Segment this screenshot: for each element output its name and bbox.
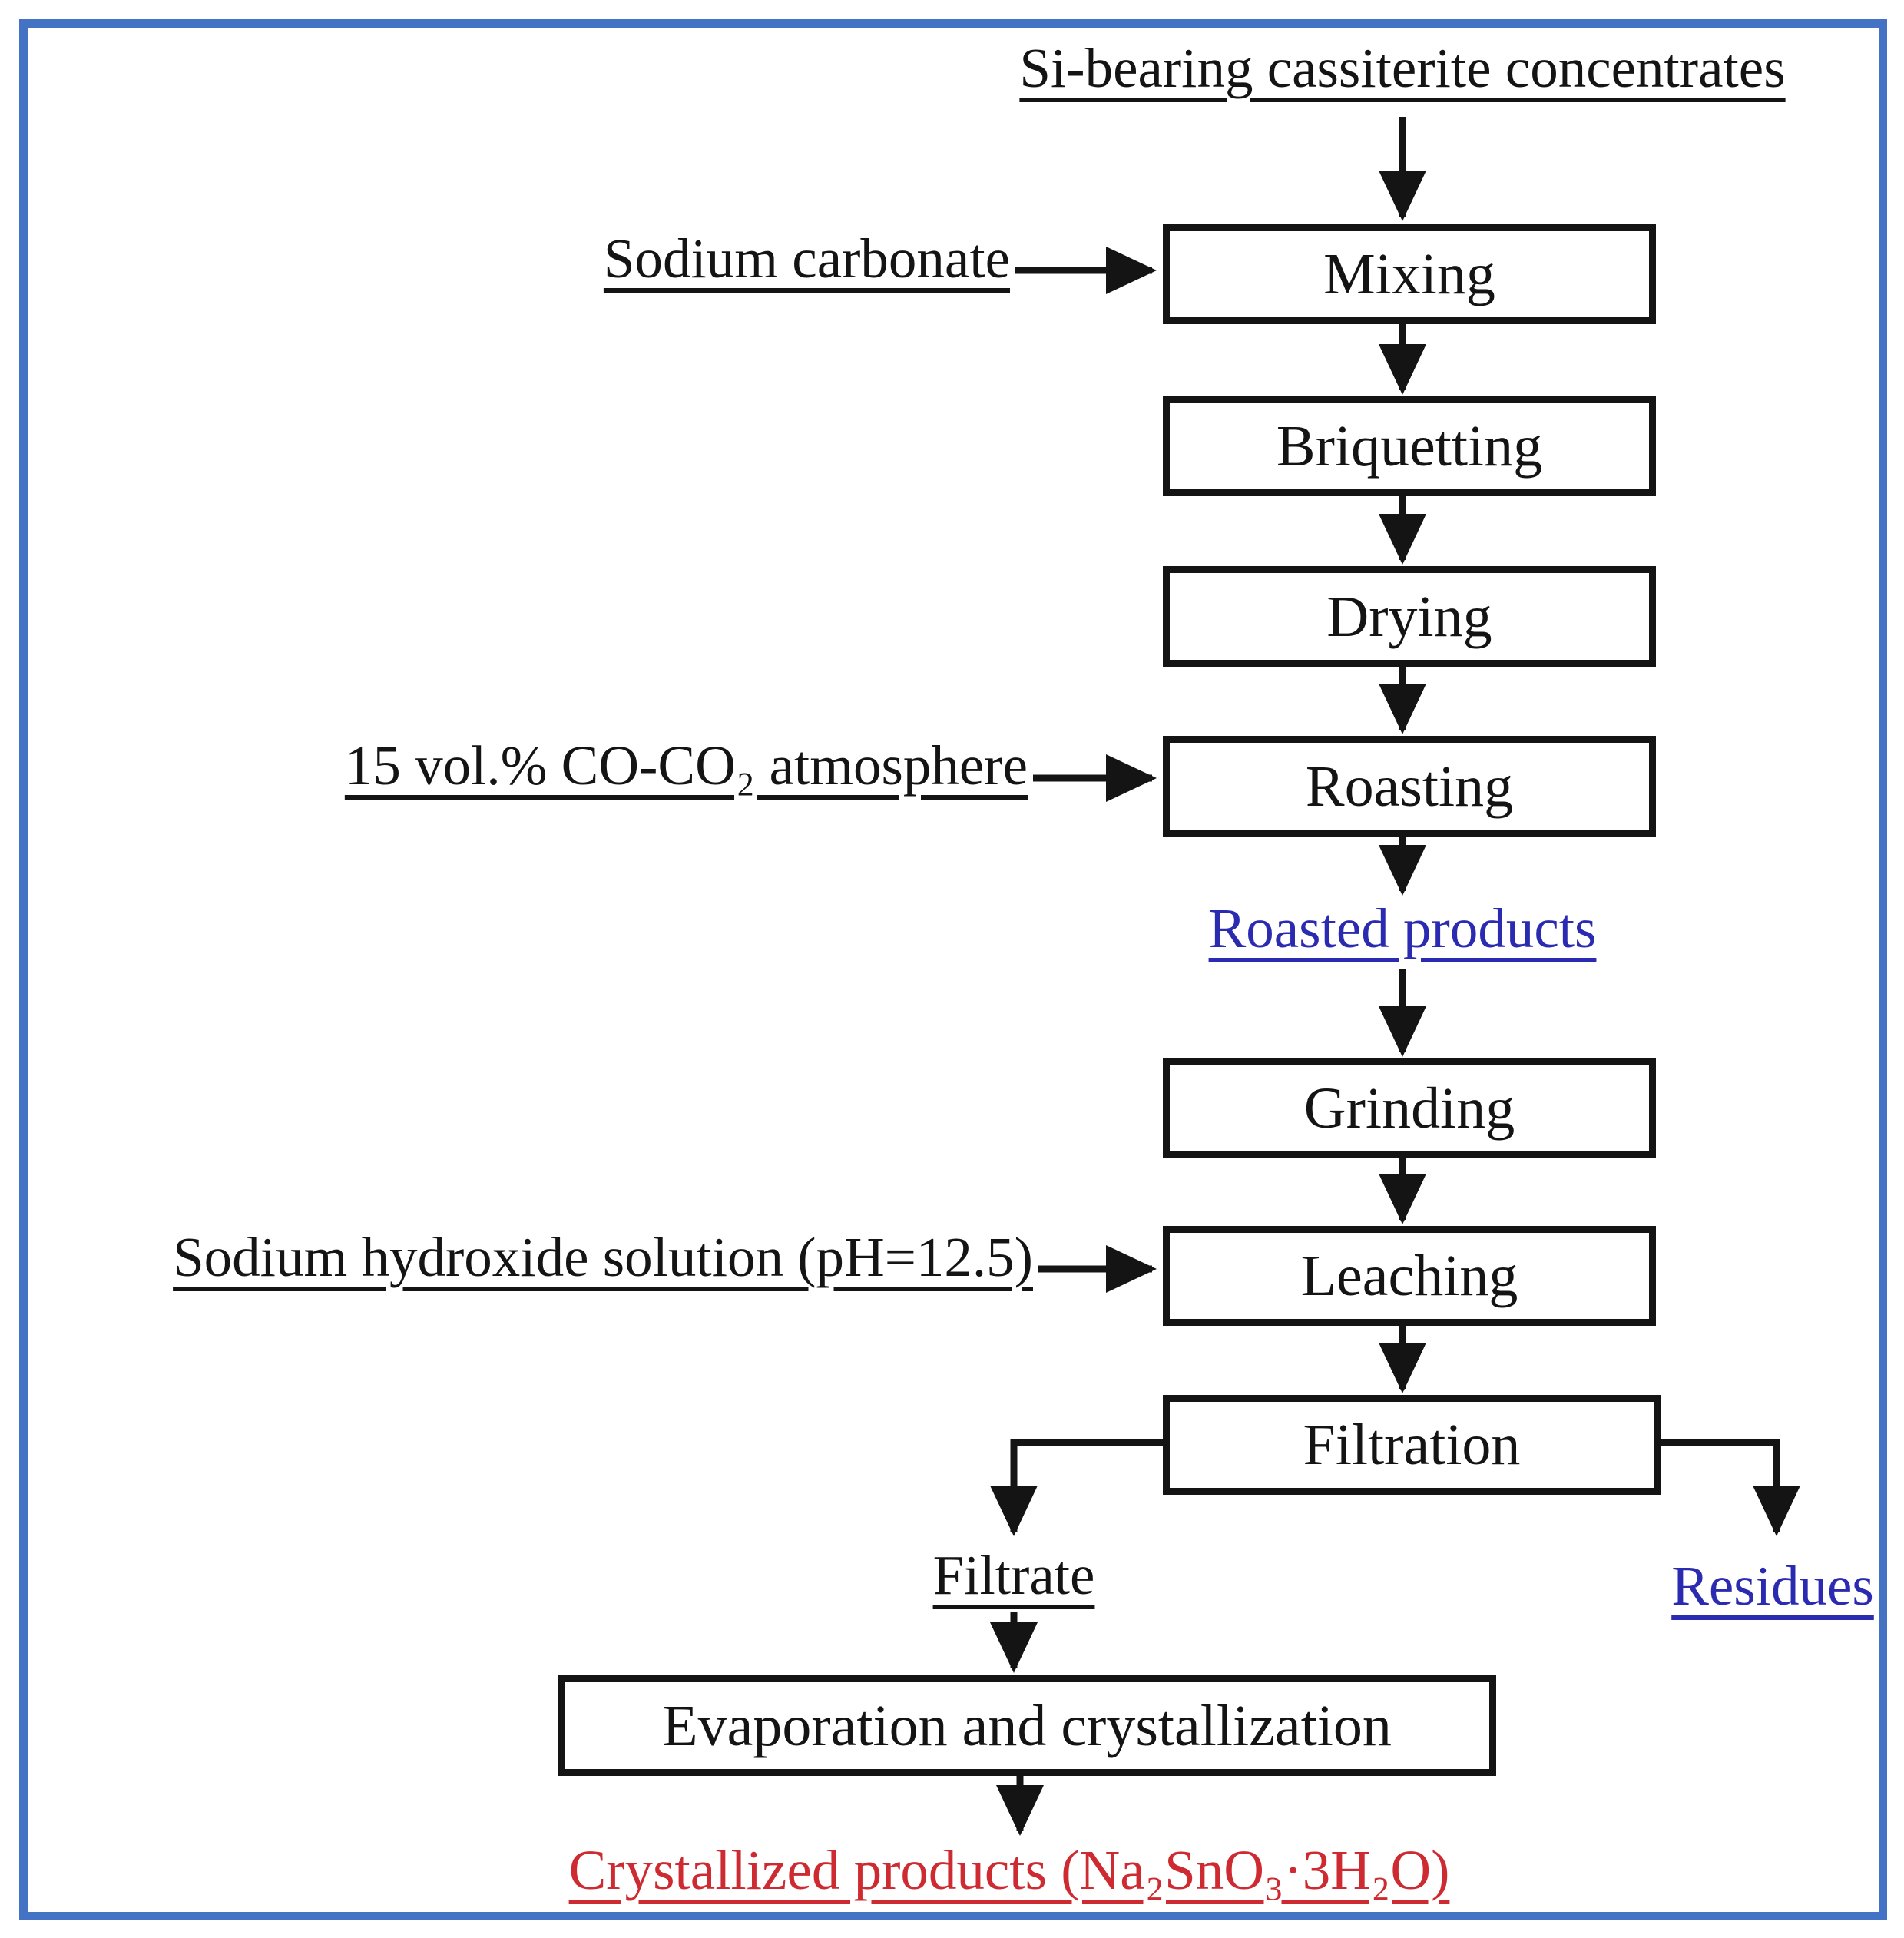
- box-roasting: Roasting: [1163, 736, 1656, 837]
- node-residues: Residues: [1671, 1555, 1874, 1617]
- outer-frame: [19, 19, 1887, 1920]
- input-sodium-hydroxide-solution: Sodium hydroxide solution (pH=12.5): [173, 1226, 1033, 1288]
- node-roasted-products: Roasted products: [1208, 897, 1597, 959]
- box-briquetting: Briquetting: [1163, 396, 1656, 496]
- box-evaporation-crystallization: Evaporation and crystallization: [558, 1675, 1496, 1776]
- input-sodium-carbonate: Sodium carbonate: [603, 227, 1010, 290]
- arrow-filtration-to-filtrate: [990, 1439, 1166, 1536]
- box-drying: Drying: [1163, 566, 1656, 667]
- node-crystallized-products: Crystallized products (Na₂SnO₃·3H₂O): [568, 1839, 1450, 1901]
- input-co-co2-atmosphere: 15 vol.% CO-CO₂ atmosphere: [344, 734, 1028, 797]
- box-leaching: Leaching: [1163, 1226, 1656, 1326]
- node-filtrate: Filtrate: [932, 1544, 1095, 1606]
- box-mixing: Mixing: [1163, 224, 1656, 324]
- arrow-filtration-to-residues: [1644, 1439, 1800, 1536]
- box-filtration: Filtration: [1163, 1395, 1661, 1495]
- box-grinding: Grinding: [1163, 1058, 1656, 1158]
- node-source: Si-bearing cassiterite concentrates: [1019, 37, 1786, 99]
